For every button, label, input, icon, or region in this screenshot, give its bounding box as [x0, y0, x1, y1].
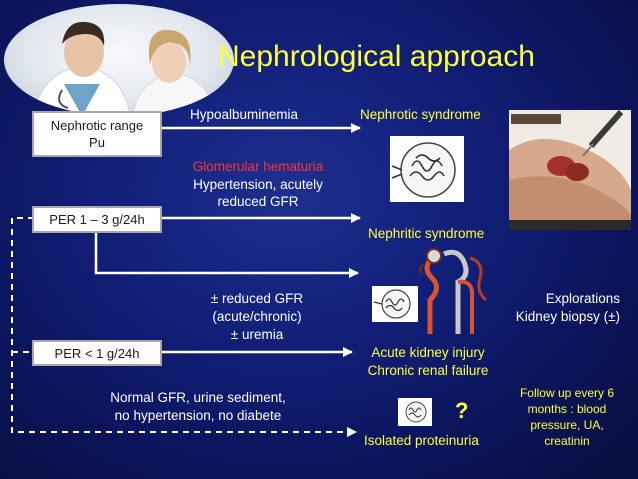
label-reduced-gfr-line1: ± reduced GFR [210, 291, 304, 306]
label-reduced-gfr-line2: (acute/chronic) [212, 309, 302, 324]
question-mark: ? [455, 398, 469, 423]
label-hypertension-line2: reduced GFR [217, 194, 299, 209]
box-per-1-3-label: PER 1 – 3 g/24h [49, 212, 145, 227]
dashed-arrow-isolated [11, 217, 357, 437]
arrow-reduced-gfr [94, 230, 359, 278]
label-nephritic-syndrome: Nephritic syndrome [368, 226, 485, 241]
label-kidney-biopsy: Kidney biopsy (±) [515, 309, 620, 324]
label-isolated-proteinuria: Isolated proteinuria [364, 433, 479, 448]
label-nephrotic-syndrome: Nephrotic syndrome [360, 107, 481, 122]
page-title: Nephrological approach [218, 40, 535, 73]
label-follow-up-line2: months : blood [527, 402, 607, 416]
label-explorations: Explorations [545, 291, 620, 306]
label-follow-up-line4: creatinin [544, 434, 590, 448]
box-per-lt1-label: PER < 1 g/24h [54, 345, 140, 361]
label-normal-gfr-line2: no hypertension, no diabete [114, 408, 282, 423]
label-reduced-gfr-line3: ± uremia [230, 327, 284, 342]
box-nephrotic-range: Nephrotic range Pu [32, 111, 162, 157]
label-acute-kidney-injury: Acute kidney injury [371, 345, 485, 360]
kidney-biopsy-photo [509, 110, 631, 230]
box-per-lt1: PER < 1 g/24h [32, 340, 162, 366]
label-hypoalbuminemia: Hypoalbuminemia [190, 107, 299, 122]
box-nephrotic-range-line2: Pu [89, 135, 105, 150]
glomerulus-icon-small [372, 286, 418, 322]
glomerulus-icon-tiny [398, 398, 432, 426]
label-normal-gfr-line1: Normal GFR, urine sediment, [110, 390, 286, 405]
box-nephrotic-range-line1: Nephrotic range [50, 118, 144, 133]
glomerulus-icon [390, 136, 464, 202]
label-follow-up-line1: Follow up every 6 [519, 386, 615, 400]
box-per-1-3: PER 1 – 3 g/24h [32, 206, 162, 233]
label-hypertension-line1: Hypertension, acutely [193, 177, 323, 192]
label-chronic-renal-failure: Chronic renal failure [367, 363, 489, 378]
label-glomerular-hematuria: Glomerular hematuria [192, 159, 324, 174]
nephron-icon [419, 248, 487, 334]
label-follow-up-line3: pressure, UA, [530, 418, 604, 432]
